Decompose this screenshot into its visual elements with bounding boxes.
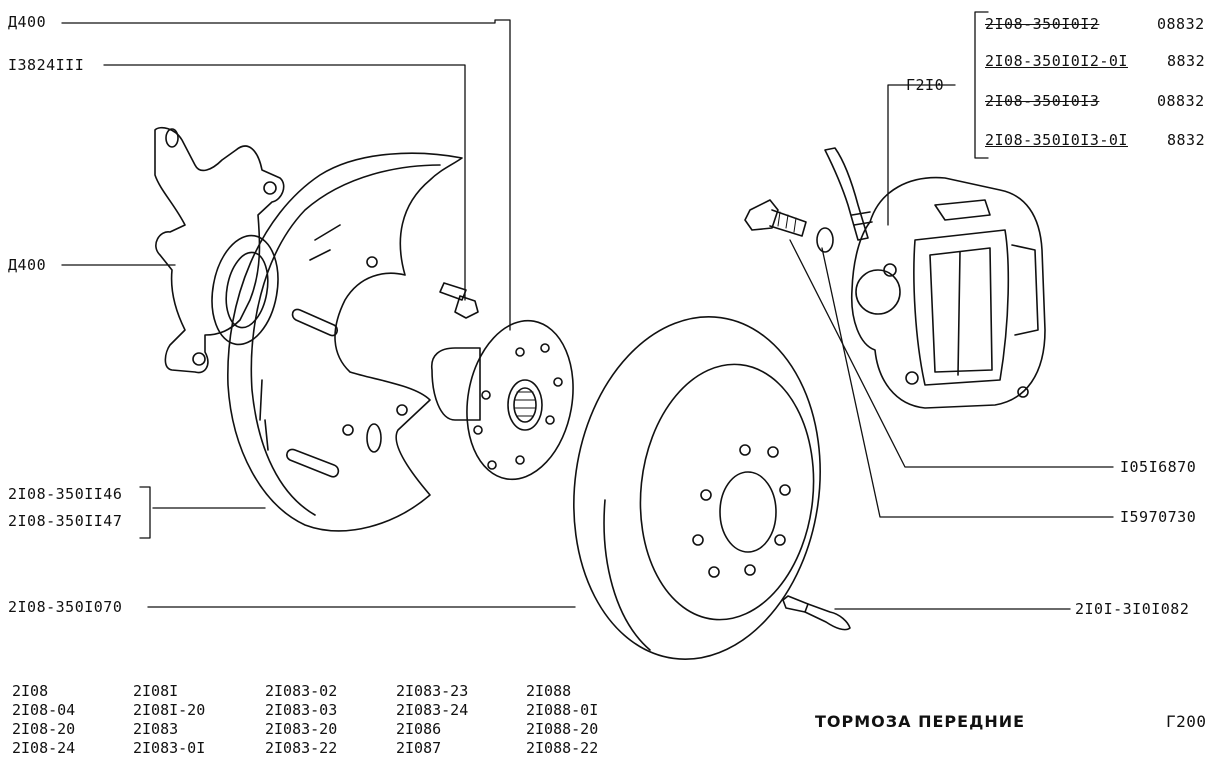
model-code: 2I083-23 (396, 682, 469, 700)
model-code: 2I083-03 (265, 701, 338, 719)
steering-knuckle (154, 126, 285, 374)
label-d400-mid: Д400 (8, 256, 47, 274)
caliper-part-code: 2I08-350I0I3-0I (985, 131, 1128, 149)
brake-hose (824, 147, 873, 241)
label-13824111: I3824III (8, 56, 85, 74)
model-code: 2I083 (133, 720, 179, 738)
model-code: 2I083-02 (265, 682, 338, 700)
model-code: 2I088-20 (526, 720, 599, 738)
model-code: 2I088 (526, 682, 572, 700)
label-right-1: I05I6870 (1120, 458, 1197, 476)
label-bracket-a: 2I08-350II46 (8, 485, 123, 503)
caliper-part-num: 08832 (1157, 92, 1205, 110)
washer (816, 227, 834, 253)
caliper-part-code: 2I08-350I0I3 (985, 92, 1100, 110)
model-code: 2I083-20 (265, 720, 338, 738)
model-code: 2I083-22 (265, 739, 338, 757)
model-code: 2I083-0I (133, 739, 206, 757)
label-right-3: 2I0I-3I0I082 (1075, 600, 1190, 618)
model-code: 2I08 (12, 682, 49, 700)
caliper-part-num: 08832 (1157, 15, 1205, 33)
model-column: 2I083-23 2I083-24 2I086 2I087 (396, 682, 468, 758)
label-right-2: I5970730 (1120, 508, 1197, 526)
model-code: 2I08I-20 (133, 701, 206, 719)
model-code: 2I087 (396, 739, 442, 757)
model-code: 2I08I (133, 682, 179, 700)
model-code: 2I088-22 (526, 739, 599, 757)
model-code: 2I086 (396, 720, 442, 738)
caliper-part-num: 8832 (1167, 131, 1206, 149)
caliper-part-num: 8832 (1167, 52, 1206, 70)
brake-disc (573, 316, 821, 660)
model-code: 2I08-20 (12, 720, 76, 738)
label-d400-top: Д400 (8, 13, 47, 31)
model-code: 2I088-0I (526, 701, 599, 719)
guide-pin (782, 595, 851, 631)
label-caliper-ref: Г2I0 (906, 76, 945, 94)
label-bracket-b: 2I08-350II47 (8, 512, 123, 530)
leader-lines (61, 19, 1114, 610)
model-column: 2I083-02 2I083-03 2I083-20 2I083-22 (265, 682, 337, 758)
page-code: Г200 (1166, 712, 1207, 731)
model-column: 2I08 2I08-04 2I08-20 2I08-24 (12, 682, 75, 758)
model-column: 2I08I 2I08I-20 2I083 2I083-0I (133, 682, 205, 758)
caliper-part-code: 2I08-350I0I2 (985, 15, 1100, 33)
model-code: 2I083-24 (396, 701, 469, 719)
caliper-bolt (744, 199, 807, 237)
model-code: 2I08-04 (12, 701, 76, 719)
bracket-46-47 (139, 486, 151, 539)
shield-bolt (439, 282, 479, 319)
caliper-part-code: 2I08-350I0I2-0I (985, 52, 1128, 70)
page-title: ТОРМОЗА ПЕРЕДНИЕ (815, 712, 1026, 731)
splash-shield (227, 152, 463, 532)
model-code: 2I08-24 (12, 739, 76, 757)
model-column: 2I088 2I088-0I 2I088-20 2I088-22 (526, 682, 598, 758)
label-disc: 2I08-350I070 (8, 598, 123, 616)
caliper (850, 176, 1046, 409)
wheel-hub (430, 319, 574, 481)
bracket-caliper (974, 11, 989, 159)
